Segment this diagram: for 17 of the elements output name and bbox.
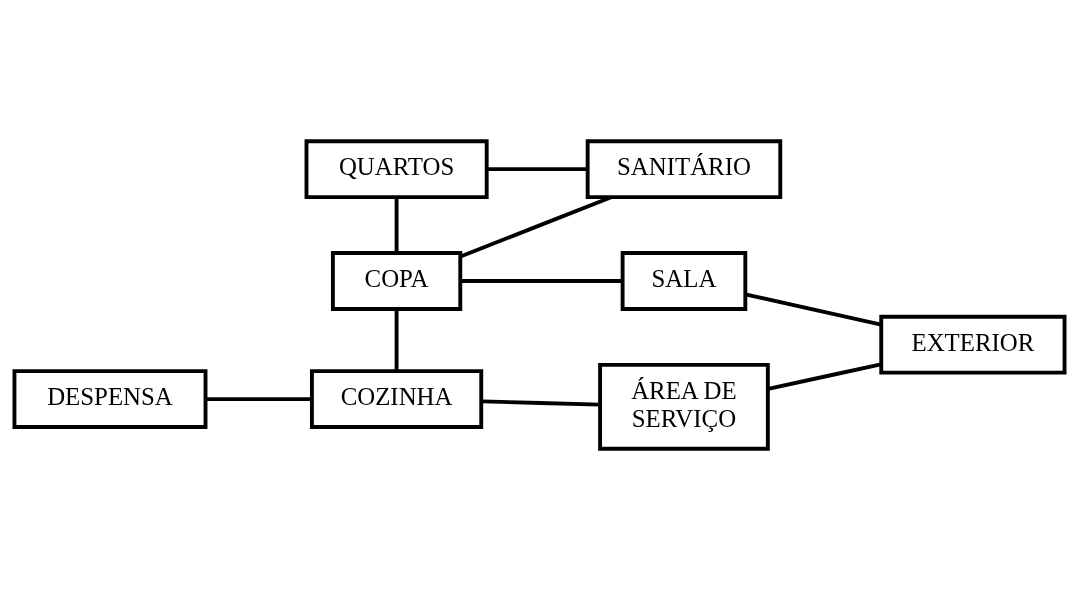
connector: [767, 362, 882, 391]
node-box: SALA: [620, 251, 748, 311]
connector: [394, 197, 399, 253]
node-box: SANITÁRIO: [585, 139, 783, 200]
node-box: DESPENSA: [12, 369, 208, 429]
connector: [481, 399, 600, 407]
connector: [745, 292, 882, 327]
connector: [486, 167, 588, 172]
node-box: QUARTOS: [304, 139, 489, 200]
connector: [459, 195, 612, 259]
connector: [205, 397, 312, 401]
connector: [460, 279, 623, 283]
node-box: COPA: [330, 251, 463, 311]
node-box: EXTERIOR: [879, 314, 1067, 375]
node-box: ÁREA DE SERVIÇO: [598, 362, 770, 451]
connector: [394, 309, 399, 371]
node-box: COZINHA: [310, 369, 484, 429]
